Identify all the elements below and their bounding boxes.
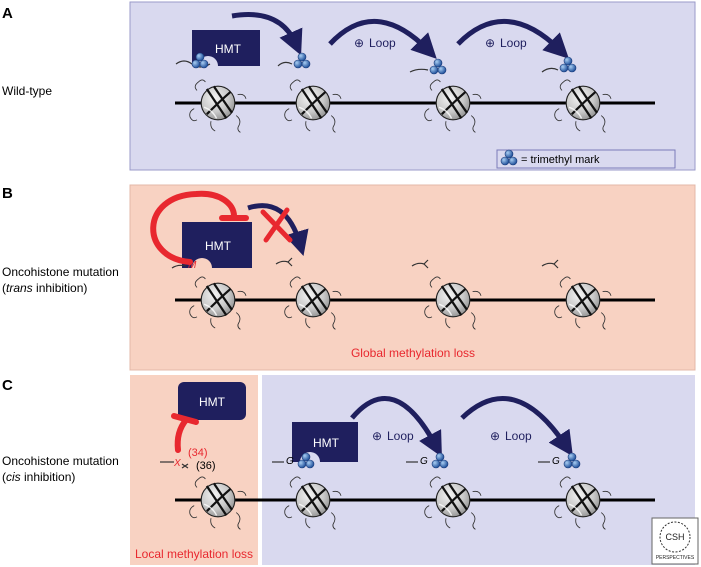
panel-c: C Oncohistone mutation (cis inhibition) … <box>2 375 695 565</box>
histone-tail-a3 <box>409 68 429 73</box>
transfer-arrow-a <box>231 12 303 56</box>
logo-ring <box>659 521 691 553</box>
histone-tail-a2 <box>277 61 293 67</box>
g-label-c3: G <box>420 456 428 467</box>
panel-b: B Oncohistone mutation (trans inhibition… <box>2 184 696 371</box>
hmt-enzyme-c1 <box>178 382 246 420</box>
hmt-enzyme-c2 <box>292 422 358 462</box>
panel-c-label-line2: (cis inhibition) <box>2 470 75 484</box>
loop-arrow-a2 <box>456 19 569 59</box>
panel-c-letter: C <box>2 377 13 394</box>
logo-line2: PERSPECTIVES <box>656 555 695 561</box>
panel-a-label: Wild-type <box>2 84 52 98</box>
panel-a-letter: A <box>2 5 13 22</box>
panel-a: A Wild-type HMT ⊕ Loop ⊕ Loop = trimethy… <box>2 1 696 171</box>
loop-symbol-a1: ⊕ <box>354 36 364 50</box>
loop-symbol-a2: ⊕ <box>485 36 495 50</box>
loop-arrow-c2 <box>460 395 573 457</box>
panel-c-label-line1: Oncohistone mutation <box>2 454 119 468</box>
loop-symbol-c1: ⊕ <box>372 429 382 443</box>
panel-b-letter: B <box>2 185 13 202</box>
loop-label-a2: Loop <box>500 36 527 50</box>
loop-arrow-c1 <box>350 396 442 458</box>
inhibition-bar-c <box>171 413 199 425</box>
loop-arrow-a1 <box>328 19 437 59</box>
inhibition-arc-b <box>150 190 237 265</box>
loop-label-a1: Loop <box>369 36 396 50</box>
site-34-label: (34) <box>188 447 208 459</box>
caption-local-loss: Local methylation loss <box>135 547 253 561</box>
hmt-label-b: HMT <box>205 239 232 253</box>
mutation-glyph-c: X <box>173 458 181 469</box>
loop-label-c2: Loop <box>505 429 532 443</box>
caption-global-loss: Global methylation loss <box>351 346 475 360</box>
hmt-label-c1: HMT <box>199 395 226 409</box>
site-36-label: (36) <box>196 460 216 472</box>
loop-label-c1: Loop <box>387 429 414 443</box>
panel-b-label-line1: Oncohistone mutation <box>2 265 119 279</box>
inhibition-line-c <box>174 417 189 453</box>
legend-text: = trimethyl mark <box>521 154 600 166</box>
logo-frame <box>651 517 699 565</box>
g-label-c4: G <box>552 456 560 467</box>
histone-tail-b4 <box>541 259 559 269</box>
legend-box <box>496 149 676 169</box>
blocked-arrow-b <box>247 203 309 256</box>
panel-b-background <box>129 184 696 371</box>
histone-tail-b3 <box>411 259 429 269</box>
histone-tail-b1 <box>171 264 187 269</box>
block-x-b-2 <box>263 207 290 243</box>
mutation-glyph-b: M <box>188 260 197 271</box>
histone-tail-a4 <box>541 67 559 73</box>
hmt-label-c2: HMT <box>313 436 340 450</box>
histone-tail-b2 <box>275 257 293 267</box>
loop-symbol-c2: ⊕ <box>490 429 500 443</box>
histone-tail-c1b <box>181 463 189 469</box>
hmt-enzyme-b <box>182 222 252 268</box>
panel-b-label-line2: (trans inhibition) <box>2 281 87 295</box>
logo-line1: CSH <box>665 532 684 542</box>
hmt-enzyme-a <box>192 30 260 66</box>
csh-perspectives-logo: CSH PERSPECTIVES <box>651 517 699 565</box>
g-label-c2: G <box>286 456 294 467</box>
hmt-label-a: HMT <box>215 42 242 56</box>
